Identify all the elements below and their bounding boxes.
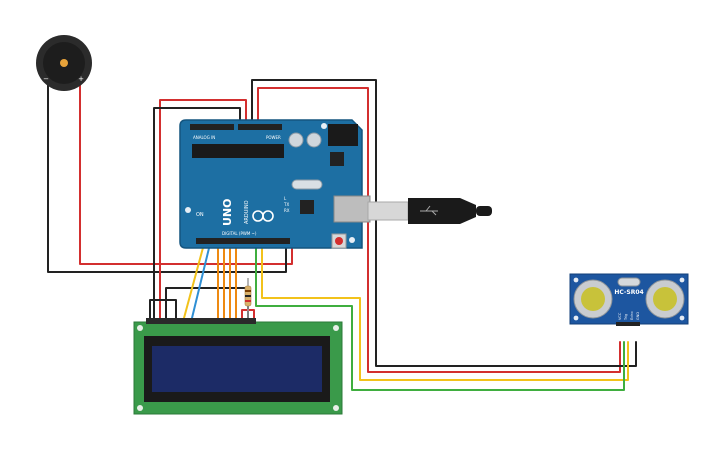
resistor[interactable] — [244, 278, 252, 318]
digital-header — [196, 238, 290, 244]
usb-icon — [420, 205, 438, 216]
mounting-hole — [349, 237, 355, 243]
lcd-vcc-wire — [159, 99, 247, 319]
l-label: L — [284, 196, 287, 201]
lcd-rs-wire — [183, 243, 205, 319]
lcd-pin-header — [146, 318, 256, 324]
sensor-model-label: HC-SR04 — [614, 289, 643, 296]
capacitor — [288, 132, 304, 148]
gnd-to-sensor-wire — [251, 79, 637, 367]
mounting-hole — [573, 277, 579, 283]
usb-cable-strain — [476, 206, 492, 216]
mounting-hole — [679, 277, 685, 283]
power-header — [238, 124, 282, 130]
sensor-pin-vcc: VCC — [618, 312, 622, 320]
sensor-pin-header — [616, 322, 640, 326]
sensor-crystal — [617, 277, 641, 287]
buzzer-minus-wire — [47, 77, 287, 273]
lcd-gnd-wire — [153, 107, 241, 319]
sensor-pin-trig: Trig — [624, 314, 628, 321]
analog-in-label: ANALOG IN — [193, 135, 215, 140]
crystal — [291, 179, 323, 190]
usb-plug-housing — [408, 198, 476, 224]
echo-wire — [255, 243, 625, 391]
lcd-en-wire — [191, 243, 211, 319]
lcd-contrast-wire — [149, 299, 177, 319]
analog-header — [190, 124, 234, 130]
lcd-screen — [152, 346, 322, 392]
mounting-hole — [185, 207, 191, 213]
wires — [47, 77, 637, 391]
buzzer-plus-label: + — [78, 75, 84, 83]
mounting-hole — [137, 405, 143, 411]
digital-label: DIGITAL (PWM ~) — [222, 231, 257, 236]
rx-label: RX — [284, 208, 290, 213]
mounting-hole — [679, 315, 685, 321]
sensor-pin-echo: Echo — [630, 312, 634, 321]
trig-wire — [261, 243, 629, 381]
atmega-chip — [192, 144, 284, 158]
mounting-hole — [573, 315, 579, 321]
arduino-brand-label: ARDUINO — [244, 200, 250, 224]
mounting-hole — [137, 325, 143, 331]
transmitter-transducer — [573, 279, 613, 319]
reset-button-cap — [335, 237, 343, 245]
usb-port — [333, 195, 371, 223]
arduino-logo-icon — [252, 210, 274, 222]
hc-sr04-ultrasonic-sensor[interactable]: HC-SR04 VCC Trig Echo GND — [569, 273, 689, 326]
mounting-hole — [321, 123, 327, 129]
dc-power-jack — [328, 124, 358, 146]
sensor-pin-gnd: GND — [636, 312, 640, 320]
buzzer-plus-wire — [79, 77, 293, 265]
mounting-hole — [333, 325, 339, 331]
uno-label: UNO — [221, 199, 234, 227]
mounting-hole — [333, 405, 339, 411]
usb-cable[interactable] — [367, 198, 492, 224]
arduino-uno-board[interactable]: ANALOG IN POWER DIGITAL (PWM ~) ON UNO A… — [179, 119, 371, 249]
tx-label: TX — [283, 202, 289, 207]
voltage-regulator — [330, 152, 344, 166]
receiver-transducer — [645, 279, 685, 319]
piezo-buzzer[interactable]: − + — [36, 35, 92, 91]
capacitor — [306, 132, 322, 148]
usb-chip — [300, 200, 314, 214]
power-label: POWER — [266, 135, 281, 140]
on-label: ON — [196, 212, 204, 218]
lcd-16x2-display[interactable] — [133, 318, 343, 415]
buzzer-minus-label: − — [43, 75, 49, 83]
usb-plug-metal — [367, 201, 409, 221]
